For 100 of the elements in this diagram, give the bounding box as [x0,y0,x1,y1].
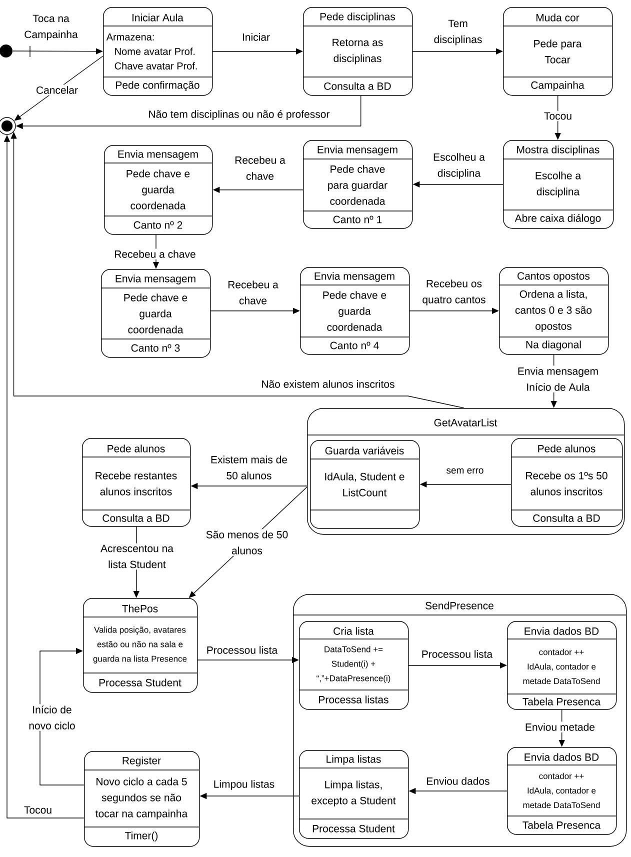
state-title: Envia mensagem [116,274,196,284]
state-title: Envia mensagem [318,146,398,156]
state-footer: Processa listas [319,696,388,704]
state-box [310,440,420,529]
state-title: Cantos opostos [518,272,590,282]
state-body: Armazena: [106,34,154,40]
transition-label: Enviou dados [427,777,490,785]
transition-label: Enviou metade [526,723,595,731]
state-footer: Canto nº 4 [330,342,379,350]
composite-state-box [306,408,625,535]
state-footer: Timer() [125,832,158,842]
state-title: Pede disciplinas [320,12,396,22]
state-title: Register [122,756,161,766]
state-box [302,140,413,229]
state-body: IdAula, contador e metade DataToSend [523,787,600,808]
state-box [300,267,410,355]
state-body: Recebe os 1ºs 50 alunos inscritos [526,472,608,496]
state-footer: Tabela Presenca [522,698,601,706]
transition-label: Recebeu a chave [115,250,196,258]
state-box [502,140,614,229]
state-body: Pede para Tocar [534,40,582,64]
state-box [82,598,198,693]
transition-label: sem erro [446,468,484,474]
transition-label: São menos de 50 alunos [206,530,288,554]
state-box [498,267,609,355]
transition-label: Tem disciplinas [434,20,482,46]
state-box [84,751,200,847]
state-footer: Campainha [531,81,584,91]
state-title: Envia mensagem [314,272,394,282]
state-footer: Processa Student [99,678,182,686]
state-box [298,750,409,839]
state-body: Limpa listas, excepto a Student [312,780,396,806]
transition-label: Existem mais de 50 alunos [211,456,288,480]
state-footer: Consulta a BD [102,514,170,522]
state-box [510,438,623,527]
state-title: Pede alunos [538,444,596,452]
transition-label: Recebeu os quatro cantos [422,280,486,306]
composite-state-title: SendPresence [426,602,494,610]
state-footer: Consulta a BD [324,82,391,90]
state-footer: Processa Student [312,824,395,832]
state-body: Novo ciclo a cada 5 segundos se não tocar na campainha [96,778,188,820]
state-box [100,269,211,358]
state-title: Limpa listas [326,755,381,765]
state-body: Escolhe a disciplina [536,172,582,198]
state-title: Envia dados BD [524,627,599,635]
transition-label: Início de novo ciclo [29,706,75,730]
state-footer: Canto nº 3 [131,344,180,352]
transition-label: Escolheu a disciplina [434,153,485,179]
state-body: Ordena a lista, cantos 0 e 3 são opostos [515,290,592,332]
state-footer: Canto nº 2 [134,221,182,229]
state-box [302,7,413,96]
state-title: Pede alunos [108,444,165,452]
state-body: Pede chave e guarda coordenada [323,291,386,331]
final-state-circle [0,117,16,135]
transition-label: Iniciar [242,33,270,41]
state-title: Cria lista [334,627,374,635]
composite-state-title: GetAvatarList [434,418,498,426]
state-body: Pede chave e guarda coordenada [126,170,190,210]
transition-label: Envia mensagem Início de Aula [518,367,598,391]
state-body: IdAula, Student e ListCount [325,472,404,496]
transition-label: Não existem alunos inscritos [262,380,394,388]
state-body: contador ++ [539,648,584,656]
state-title: Iniciar Aula [132,14,184,22]
state-body: Pede chave para guardar coordenada [328,165,388,205]
state-body: Retorna as disciplinas [332,38,383,64]
state-box [82,438,191,527]
composite-state-box [292,594,627,847]
state-body: Chave avatar Prof. [114,62,197,70]
state-body: Pede chave e guarda coordenada [124,294,188,334]
state-box [506,621,617,710]
transition-label: Limpou listas [214,780,274,790]
transition-label: Tocou [24,806,52,814]
state-title: Envia mensagem [118,150,198,160]
state-title: Muda cor [536,14,580,22]
state-footer: Tabela Presenca [522,821,601,829]
transition-label: Não tem disciplinas ou não é professor [149,110,330,120]
state-footer: Pede confirmação [116,81,200,91]
transition-label: Processou lista [422,650,493,658]
state-body: contador ++ [539,772,584,780]
state-box [102,7,213,96]
transition-label: Toca na Campainha [24,14,78,40]
state-footer: Canto nº 1 [333,216,382,224]
state-box [502,7,613,96]
state-box [506,747,617,835]
state-body: IdAula, contador e metade DataToSend [523,663,600,684]
transition-label: Cancelar [36,86,78,94]
transition-label: Tocou [544,112,572,120]
transition-arrow [40,648,84,786]
state-title: Mostra disciplinas [517,146,600,156]
state-title: Guarda variáveis [325,446,404,454]
state-footer: Consulta a BD [533,514,600,522]
transition-label: Recebeu a chave [228,280,278,304]
state-body: Valida posição, avatares estão ou não na sala e guarda na lista Presence [93,626,187,664]
state-box [104,145,213,235]
state-footer: Abre caixa diálogo [514,214,601,224]
state-body: DataToSend += Student(i) + “,”+DataPresence(i) [316,646,390,683]
transition-label: Recebeu a chave [235,156,286,180]
state-body: Recebe restantes alunos inscritos [96,472,177,496]
transition-label: Acrescentou na lista Student [100,544,174,568]
transition-label: Processou lista [207,646,278,654]
